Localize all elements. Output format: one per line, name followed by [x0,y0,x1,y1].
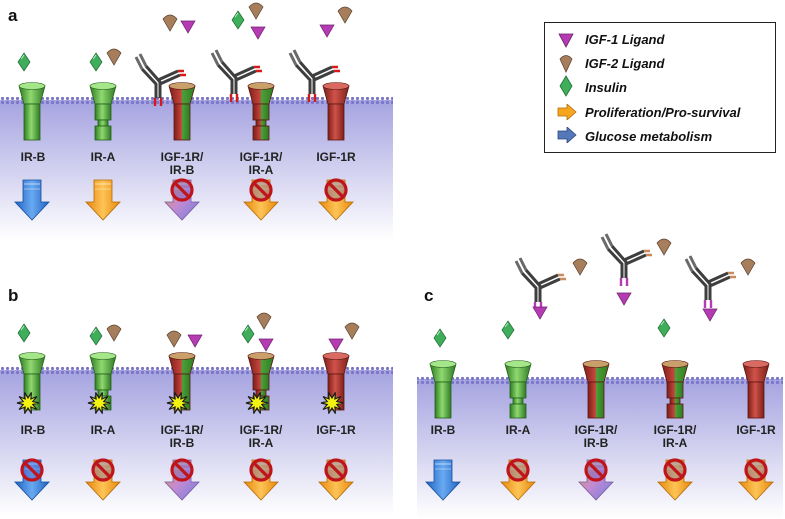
no-sign-b-1 [20,458,44,482]
receptor-c-igf1r [742,360,770,419]
insulin-icon [433,328,447,348]
label-b-ir-a: IR-A [90,423,116,437]
no-sign-a-3 [170,178,194,202]
glucose-arrow-icon [557,127,577,143]
label-b-igf1r-ir-b: IGF-1R/IR-B [160,423,204,450]
igf1-ligand-icon [532,306,548,320]
label-a-igf1r-ir-b: IGF-1R/IR-B [160,150,204,177]
legend-box: IGF-1 Ligand IGF-2 Ligand Insulin Prolif… [544,22,776,153]
insulin-icon [17,52,31,72]
igf1-ligand-icon [250,26,266,40]
insulin-icon [559,75,573,97]
antibody-a-1 [134,53,186,106]
starburst-b-3 [166,392,190,414]
insulin-icon [241,324,255,344]
insulin-icon [657,318,671,338]
igf1-ligand-icon [180,20,196,34]
legend-label-igf2: IGF-2 Ligand [585,56,665,71]
receptor-b-igf1r [322,352,350,411]
insulin-icon [17,323,31,343]
igf1-ligand-icon [616,292,632,306]
label-c-igf1r-ir-b: IGF-1R/IR-B [574,423,618,450]
arrow-a-ir-a [85,179,121,221]
no-sign-b-3 [170,458,194,482]
igf1-ligand-icon [328,338,344,352]
starburst-b-1 [16,392,40,414]
label-c-igf1r: IGF-1R [736,423,776,437]
insulin-icon [89,52,103,72]
antibody-a-3 [288,49,340,102]
igf2-ligand-icon [344,322,360,340]
starburst-b-5 [320,392,344,414]
receptor-b-igf1r-ir-b [168,352,196,411]
igf1-ligand-icon [319,24,335,38]
proliferation-arrow-icon [557,104,577,120]
no-sign-b-4 [249,458,273,482]
label-b-ir-b: IR-B [20,423,46,437]
label-a-ir-a: IR-A [90,150,116,164]
insulin-icon [231,10,245,30]
label-a-igf1r: IGF-1R [316,150,356,164]
label-b-igf1r: IGF-1R [316,423,356,437]
receptor-c-igf1r-ir-b [582,360,610,419]
no-sign-c-2 [506,458,530,482]
igf2-ligand-icon [106,324,122,342]
igf2-ligand-icon [256,312,272,330]
panel-b-background [0,366,393,516]
arrow-c-ir-b [425,459,461,501]
antibody-c-1 [514,257,566,310]
receptor-a-igf1r-ir-a [247,82,275,141]
insulin-icon [501,320,515,340]
igf2-ligand-icon [740,258,756,276]
receptor-a-ir-b [18,82,46,141]
igf2-ligand-icon [559,55,573,73]
label-c-ir-b: IR-B [430,423,456,437]
no-sign-b-5 [324,458,348,482]
legend-label-insulin: Insulin [585,80,627,95]
receptor-c-igf1r-ir-a [661,360,689,419]
legend-label-igf1: IGF-1 Ligand [585,32,665,47]
panel-letter-a: a [8,6,18,25]
legend-label-glucose: Glucose metabolism [585,129,713,144]
igf2-ligand-icon [656,238,672,256]
igf2-ligand-icon [106,48,122,66]
igf2-ligand-icon [337,6,353,24]
insulin-icon [89,326,103,346]
igf1-ligand-icon [558,33,574,48]
panel-letter-c: c [424,286,434,305]
label-b-igf1r-ir-a: IGF-1R/IR-A [239,423,283,450]
no-sign-b-2 [91,458,115,482]
receptor-a-ir-a [89,82,117,141]
no-sign-a-5 [324,178,348,202]
igf2-ligand-icon [166,330,182,348]
label-c-ir-a: IR-A [505,423,531,437]
no-sign-c-4 [663,458,687,482]
no-sign-c-5 [744,458,768,482]
panel-letter-b: b [8,286,19,305]
receptor-c-ir-a [504,360,532,419]
legend-label-proliferation: Proliferation/Pro-survival [585,105,741,120]
igf1-ligand-icon [258,338,274,352]
igf2-ligand-icon [248,2,264,20]
igf1-ligand-icon [187,334,203,348]
label-a-ir-b: IR-B [20,150,46,164]
label-a-igf1r-ir-a: IGF-1R/IR-A [239,150,283,177]
antibody-c-2 [600,233,652,286]
receptor-a-igf1r [322,82,350,141]
starburst-b-4 [245,392,269,414]
no-sign-c-3 [584,458,608,482]
label-c-igf1r-ir-a: IGF-1R/IR-A [653,423,697,450]
receptor-a-igf1r-ir-b [168,82,196,141]
antibody-a-2 [210,49,262,102]
no-sign-a-4 [249,178,273,202]
igf2-ligand-icon [162,14,178,32]
panel-a-background [0,97,393,240]
igf2-ligand-icon [572,258,588,276]
arrow-a-ir-b [14,179,50,221]
receptor-c-ir-b [429,360,457,419]
antibody-c-3 [684,255,736,308]
igf1-ligand-icon [702,308,718,322]
starburst-b-2 [87,392,111,414]
